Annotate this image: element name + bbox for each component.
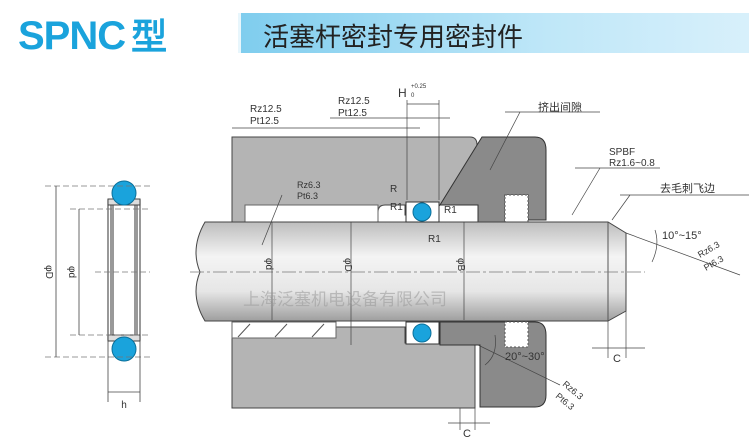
outer-dia-label: φD bbox=[43, 265, 54, 279]
product-title: 活塞杆密封专用密封件 bbox=[263, 23, 524, 53]
tolerance-lower: 0 bbox=[411, 93, 415, 99]
radius-label: R1 bbox=[428, 234, 441, 245]
wiper-lower bbox=[504, 321, 529, 348]
oring-groove-top bbox=[412, 202, 432, 222]
groove-dia-label: φD bbox=[342, 258, 353, 272]
rough-label: Rz12.5 bbox=[338, 96, 370, 107]
watermark: 上海泛塞机电设备有限公司 bbox=[243, 290, 447, 309]
oring-top bbox=[111, 180, 137, 206]
rod-finish-label: SPBF bbox=[609, 147, 635, 158]
seal-view: φD φd h bbox=[43, 180, 150, 411]
oring-bottom bbox=[111, 336, 137, 362]
rod-finish-value: Rz1.6~0.8 bbox=[609, 158, 655, 169]
chamfer-label: C bbox=[463, 428, 471, 440]
model-suffix: 型 bbox=[131, 17, 167, 58]
bore-dia-label: φB bbox=[455, 258, 466, 271]
rough-label: Rz12.5 bbox=[250, 104, 282, 115]
piston-rod bbox=[195, 221, 627, 322]
radius-label: R bbox=[390, 184, 397, 195]
oring-groove-bottom bbox=[412, 323, 432, 343]
inner-dia-label: φd bbox=[66, 266, 77, 278]
rough-label: Rz6.3 bbox=[297, 180, 321, 190]
deburr-label: 去毛刺飞边 bbox=[660, 182, 715, 195]
chamfer-angle-label: 10°~15° bbox=[662, 230, 702, 242]
radius-label: R1 bbox=[390, 202, 403, 213]
height-label: h bbox=[121, 400, 127, 411]
rod-dia-label: φd bbox=[263, 258, 274, 270]
radius-label: R1 bbox=[444, 205, 457, 216]
rough-label: Pt12.5 bbox=[250, 116, 279, 127]
groove-width-label: H bbox=[398, 86, 407, 100]
extrusion-gap-label: 挤出间隙 bbox=[538, 100, 582, 114]
model-name: SPNC bbox=[18, 14, 126, 58]
rough-label: Pt12.5 bbox=[338, 108, 367, 119]
title-band: 活塞杆密封专用密封件 bbox=[238, 13, 749, 53]
gland-angle-label: 20°~30° bbox=[505, 351, 545, 363]
rough-label: Pt6.3 bbox=[297, 191, 318, 201]
section-view: Rz12.5 Pt12.5 Rz12.5 Pt12.5 H +0.25 0 挤出… bbox=[190, 84, 749, 440]
chamfer-label: C bbox=[613, 353, 621, 365]
tolerance-upper: +0.25 bbox=[411, 84, 427, 90]
wiper-upper bbox=[504, 194, 529, 223]
